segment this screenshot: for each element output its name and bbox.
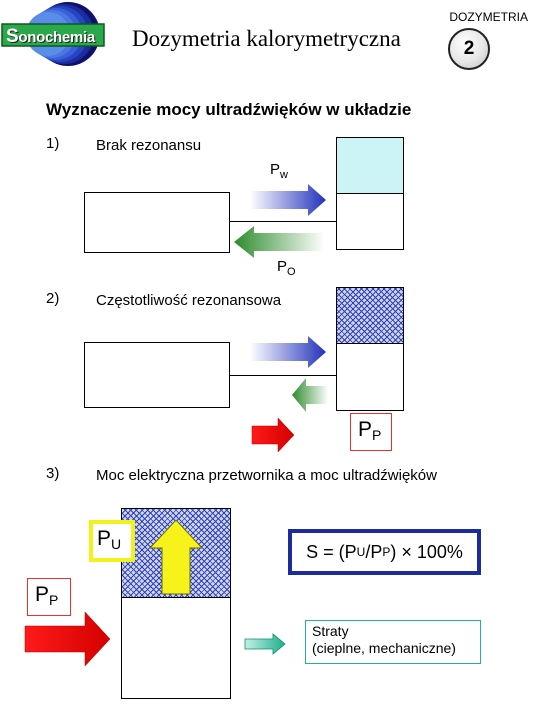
losses-detail: (cieplne, mechaniczne) [312, 640, 456, 656]
blue-forward-arrow-icon [250, 336, 326, 368]
pu-label-box [89, 520, 135, 562]
generator-box [84, 342, 230, 408]
label-pp: PP [35, 583, 59, 608]
section-number: 3) [46, 465, 60, 482]
page-title: Dozymetria kalorymetryczna [132, 26, 401, 51]
blue-forward-arrow-icon [250, 184, 326, 216]
label-pp: PP [358, 418, 382, 443]
pp-label-box [27, 578, 71, 616]
losses-box: Straty (cieplne, mechaniczne) [305, 620, 481, 664]
section-description: Częstotliwość rezonansowa [96, 292, 282, 309]
vessel-transducer [121, 597, 231, 699]
slide-number-badge: 2 [448, 28, 490, 70]
vessel-top-hatched [336, 287, 404, 344]
sonochemia-logo [1, 2, 105, 66]
green-reflected-arrow-icon [292, 378, 328, 412]
label-pw: Pw [270, 161, 288, 181]
logo-text: Sonochemia [6, 26, 95, 47]
cable-line [230, 221, 336, 222]
vessel-transducer [336, 193, 404, 250]
red-power-arrow-icon [251, 417, 295, 453]
red-power-arrow-icon [24, 611, 111, 667]
teal-loss-arrow-icon [244, 633, 286, 655]
vessel-top-liquid [336, 137, 404, 194]
vessel-transducer [336, 343, 404, 411]
generator-box [84, 192, 230, 253]
section-description: Moc elektryczna przetwornika a moc ultra… [96, 467, 437, 484]
losses-title: Straty [312, 623, 349, 639]
section-number: 1) [46, 135, 60, 152]
label-pu: PU [97, 527, 122, 552]
header-tag: DOZYMETRIA [449, 10, 528, 24]
section-heading: Wyznaczenie mocy ultradźwięków w układzi… [46, 100, 412, 119]
section-description: Brak rezonansu [96, 137, 202, 154]
cable-line [230, 375, 336, 376]
pp-label-box [350, 413, 392, 451]
yellow-up-arrow-icon [148, 519, 204, 595]
section-number: 2) [46, 290, 60, 307]
green-reflected-arrow-icon [234, 226, 324, 258]
label-po: PO [277, 258, 296, 278]
